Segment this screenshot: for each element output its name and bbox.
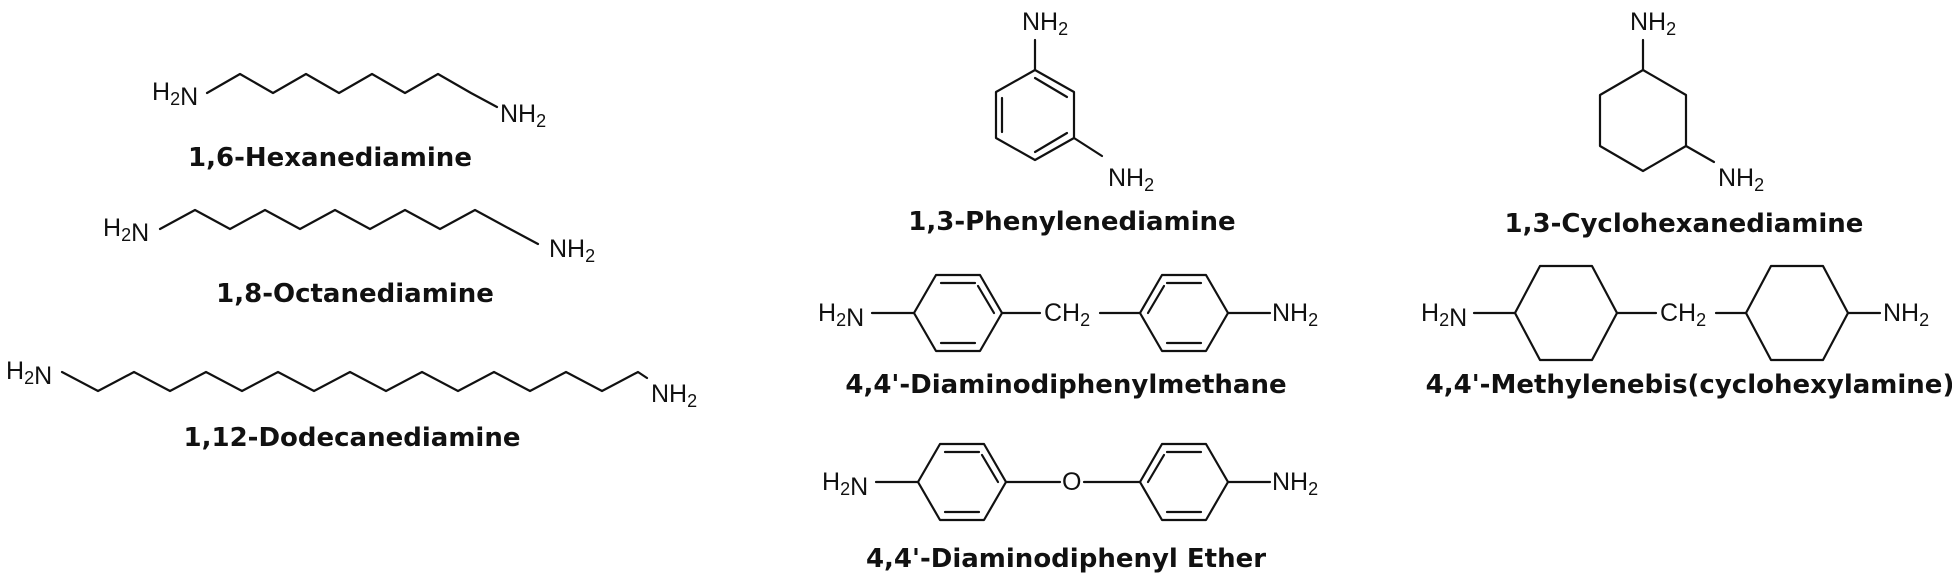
molecule-name: 4,4'-Diaminodiphenylmethane bbox=[845, 370, 1286, 400]
amine-text: NH2 bbox=[1718, 164, 1764, 195]
subscript-digit: 2 bbox=[1666, 19, 1676, 39]
molecule-name: 1,3-Phenylenediamine bbox=[908, 207, 1235, 237]
amine-text: NH2 bbox=[500, 100, 546, 131]
amine-text: NH2 bbox=[1272, 468, 1318, 499]
aromatic-double-bond bbox=[1033, 76, 1069, 99]
benzene-ring-left bbox=[916, 442, 1008, 522]
subscript-digit: 2 bbox=[1144, 175, 1154, 195]
amine-text: NH2 bbox=[1630, 8, 1676, 39]
subscript-digit: 2 bbox=[1080, 310, 1090, 330]
subscript-digit: 2 bbox=[1058, 19, 1068, 39]
subscript-digit: 2 bbox=[840, 479, 850, 499]
cyclohexane-ring bbox=[1598, 68, 1688, 173]
amine-text: NH2 bbox=[549, 235, 595, 266]
methylene-label: CH2 bbox=[1044, 299, 1090, 330]
amine-text: NH2 bbox=[1022, 8, 1068, 39]
subscript-digit: 2 bbox=[536, 111, 546, 131]
amine-label-right: NH2 bbox=[500, 100, 546, 131]
molecule-name: 4,4'-Methylenebis(cyclohexylamine) bbox=[1426, 370, 1952, 400]
c-n-bond bbox=[1072, 136, 1104, 158]
subscript-digit: 2 bbox=[1696, 310, 1706, 330]
molecule-phenylenediamine: NH2 NH2 1,3-Phenylenediamine bbox=[908, 8, 1235, 237]
amine-text: H2N bbox=[152, 78, 198, 111]
benzene-ring-right bbox=[1138, 273, 1230, 353]
subscript-digit: 2 bbox=[24, 368, 34, 388]
subscript-digit: 2 bbox=[1308, 479, 1318, 499]
amine-label-top: NH2 bbox=[1630, 8, 1676, 39]
subscript-digit: 2 bbox=[585, 246, 595, 266]
amine-label-right: NH2 bbox=[651, 380, 697, 411]
amine-label-left: H2N bbox=[6, 357, 52, 390]
amine-label-right: NH2 bbox=[1718, 164, 1764, 195]
molecule-name: 1,12-Dodecanediamine bbox=[184, 423, 521, 453]
molecule-diaminodiphenylmethane: H2N CH2 NH2 4,4'-Diaminodiphenylmethane bbox=[818, 273, 1318, 400]
amine-text: NH2 bbox=[651, 380, 697, 411]
amine-text: NH2 bbox=[1883, 299, 1929, 330]
amine-text: H2N bbox=[1421, 299, 1467, 332]
molecule-hexanediamine: H2N NH2 1,6-Hexanediamine bbox=[152, 72, 546, 173]
methylene-text: CH2 bbox=[1660, 299, 1706, 330]
subscript-digit: 2 bbox=[1308, 310, 1318, 330]
subscript-digit: 2 bbox=[687, 391, 697, 411]
subscript-digit: 2 bbox=[121, 225, 131, 245]
amine-label-right: NH2 bbox=[1883, 299, 1929, 330]
aromatic-double-bond bbox=[980, 453, 1000, 484]
subscript-digit: 2 bbox=[1919, 310, 1929, 330]
amine-label-left: H2N bbox=[103, 214, 149, 247]
subscript-digit: 2 bbox=[836, 310, 846, 330]
carbon-chain bbox=[60, 370, 649, 393]
methylene-text: CH2 bbox=[1044, 299, 1090, 330]
aromatic-double-bond bbox=[1146, 284, 1166, 315]
molecule-name: 1,3-Cyclohexanediamine bbox=[1505, 209, 1864, 239]
cyclohexane-ring-left bbox=[1513, 264, 1619, 362]
molecule-cyclohexanediamine: NH2 NH2 1,3-Cyclohexanediamine bbox=[1505, 8, 1864, 239]
amine-label-left: H2N bbox=[818, 299, 864, 332]
aromatic-double-bond bbox=[1146, 453, 1166, 484]
subscript-digit: 2 bbox=[1439, 310, 1449, 330]
molecule-name: 4,4'-Diaminodiphenyl Ether bbox=[866, 544, 1266, 574]
subscript-digit: 2 bbox=[1754, 175, 1764, 195]
molecule-name: 1,8-Octanediamine bbox=[216, 279, 494, 309]
benzene-ring-right bbox=[1138, 442, 1230, 522]
benzene-ring-left bbox=[912, 273, 1004, 353]
molecule-name: 1,6-Hexanediamine bbox=[188, 143, 472, 173]
aromatic-double-bond bbox=[1033, 131, 1069, 154]
amine-label-right: NH2 bbox=[1272, 299, 1318, 330]
aromatic-double-bond bbox=[976, 284, 996, 315]
amine-label-left: H2N bbox=[152, 78, 198, 111]
benzene-ring bbox=[994, 68, 1076, 162]
carbon-chain bbox=[158, 208, 540, 246]
oxygen-text: O bbox=[1062, 468, 1081, 496]
molecule-octanediamine: H2N NH2 1,8-Octanediamine bbox=[103, 208, 595, 309]
methylene-label: CH2 bbox=[1660, 299, 1706, 330]
amine-text: H2N bbox=[818, 299, 864, 332]
amine-label-right: NH2 bbox=[1108, 164, 1154, 195]
molecule-dodecanediamine: H2N NH2 1,12-Dodecanediamine bbox=[6, 357, 697, 453]
c-n-bond bbox=[1684, 144, 1716, 164]
amine-text: NH2 bbox=[1272, 299, 1318, 330]
amine-label-right: NH2 bbox=[1272, 468, 1318, 499]
carbon-chain bbox=[205, 72, 499, 109]
molecule-methylenebis-cyclohexylamine: H2N CH2 NH2 4,4'-Methylenebis(cyclohexyl… bbox=[1421, 264, 1952, 400]
amine-label-top: NH2 bbox=[1022, 8, 1068, 39]
amine-text: H2N bbox=[6, 357, 52, 390]
amine-text: H2N bbox=[103, 214, 149, 247]
cyclohexane-ring-right bbox=[1744, 264, 1850, 362]
amine-text: H2N bbox=[822, 468, 868, 501]
amine-label-right: NH2 bbox=[549, 235, 595, 266]
amine-text: NH2 bbox=[1108, 164, 1154, 195]
oxygen-label: O bbox=[1062, 468, 1081, 496]
subscript-digit: 2 bbox=[170, 89, 180, 109]
molecule-diaminodiphenyl-ether: H2N O NH2 4,4'-Diaminodiphenyl Ether bbox=[822, 442, 1318, 574]
amine-label-left: H2N bbox=[822, 468, 868, 501]
amine-label-left: H2N bbox=[1421, 299, 1467, 332]
